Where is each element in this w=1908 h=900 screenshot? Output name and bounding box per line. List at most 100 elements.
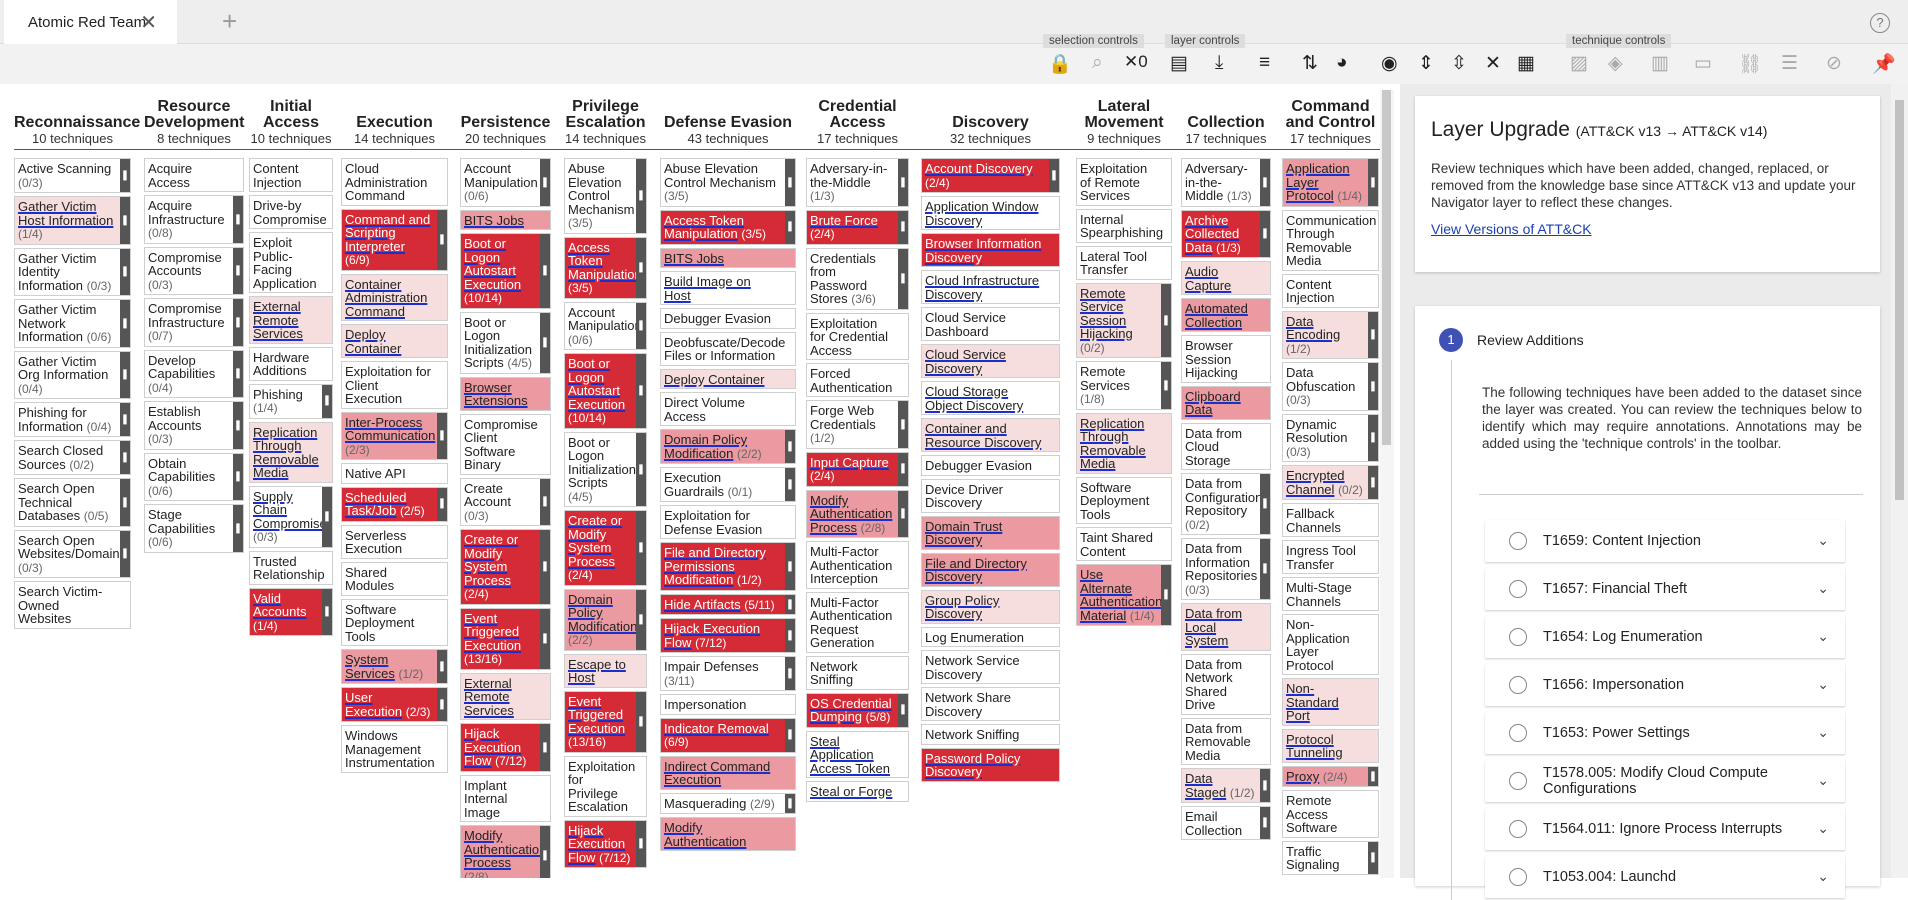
expand-subtechniques-handle[interactable]: ❚	[540, 312, 550, 373]
technique-cell[interactable]: Implant Internal Image	[460, 774, 551, 822]
technique-cell[interactable]: Replication Through Removable Media	[249, 421, 333, 483]
technique-cell[interactable]: Non-Application Layer Protocol	[1282, 614, 1379, 675]
expand-subtechniques-handle[interactable]: ❚	[636, 691, 646, 752]
chevron-down-icon[interactable]: ⌄	[1817, 580, 1829, 596]
expand-subtechniques-handle[interactable]: ❚	[233, 247, 243, 294]
addition-radio[interactable]	[1509, 580, 1527, 598]
chevron-down-icon[interactable]: ⌄	[1817, 676, 1829, 692]
expand-icon[interactable]: ⇕	[1418, 53, 1434, 74]
technique-cell[interactable]: Direct Volume Access	[660, 392, 796, 426]
technique-cell[interactable]: Remote Access Software	[1282, 790, 1379, 838]
technique-cell[interactable]: Forge Web Credentials (1/2)❚	[806, 400, 909, 449]
technique-cell[interactable]: Modify Authentication Process (2/8)❚	[460, 825, 551, 878]
expand-subtechniques-handle[interactable]: ❚	[437, 688, 447, 721]
technique-cell[interactable]: Gather Victim Network Information (0/6)❚	[14, 299, 131, 348]
expand-subtechniques-handle[interactable]: ❚	[1368, 466, 1378, 499]
expand-subtechniques-handle[interactable]: ❚	[636, 159, 646, 233]
technique-cell[interactable]: Deploy Container	[660, 368, 796, 389]
expand-sub-icon[interactable]: ⇳	[1451, 53, 1467, 74]
technique-cell[interactable]: Ingress Tool Transfer	[1282, 540, 1379, 574]
technique-cell[interactable]: BITS Jobs	[660, 247, 796, 268]
disable-icon[interactable]: ▨	[1570, 53, 1588, 74]
expand-subtechniques-handle[interactable]: ❚	[785, 159, 795, 206]
technique-cell[interactable]: Compromise Client Software Binary	[460, 413, 551, 475]
addition-radio[interactable]	[1509, 868, 1527, 886]
addition-item[interactable]: T1564.011: Ignore Process Interrupts⌄	[1485, 808, 1845, 850]
expand-subtechniques-handle[interactable]: ❚	[898, 490, 908, 537]
technique-cell[interactable]: Modify Authentication Process (2/8)❚	[806, 489, 909, 538]
technique-cell[interactable]: Phishing (1/4)❚	[249, 383, 333, 419]
technique-cell[interactable]: Exploit Public-Facing Application	[249, 232, 333, 293]
technique-cell[interactable]: Lateral Tool Transfer	[1076, 245, 1172, 280]
technique-cell[interactable]: Software Deployment Tools	[1076, 476, 1172, 524]
expand-subtechniques-handle[interactable]: ❚	[1368, 311, 1378, 358]
technique-cell[interactable]: Exploitation for Client Execution	[341, 361, 448, 409]
technique-cell[interactable]: Serverless Execution	[341, 524, 448, 559]
technique-cell[interactable]: Boot or Logon Autostart Execution (10/14…	[460, 233, 551, 309]
technique-cell[interactable]: Content Injection	[249, 158, 333, 192]
technique-cell[interactable]: Container Administration Command	[341, 273, 448, 321]
technique-cell[interactable]: Multi-Factor Authentication Request Gene…	[806, 591, 909, 653]
technique-cell[interactable]: Adversary-in-the-Middle (1/3)❚	[1181, 158, 1271, 207]
technique-cell[interactable]: Account Manipulation (0/6)❚	[460, 158, 551, 207]
technique-cell[interactable]: Search Open Technical Databases (0/5)❚	[14, 478, 131, 527]
addition-item[interactable]: T1053.004: Launchd⌄	[1485, 856, 1845, 898]
expand-subtechniques-handle[interactable]: ❚	[322, 588, 332, 635]
technique-cell[interactable]: OS Credential Dumping (5/8)❚	[806, 692, 909, 728]
technique-cell[interactable]: Valid Accounts (1/4)❚	[249, 587, 333, 636]
addition-item[interactable]: T1656: Impersonation⌄	[1485, 664, 1845, 706]
expand-subtechniques-handle[interactable]: ❚	[1161, 362, 1171, 409]
expand-subtechniques-handle[interactable]: ❚	[540, 608, 550, 669]
addition-radio[interactable]	[1509, 820, 1527, 838]
technique-cell[interactable]: Application Layer Protocol (1/4)❚	[1282, 158, 1379, 207]
technique-cell[interactable]: Use Alternate Authentication Material (1…	[1076, 564, 1172, 626]
technique-cell[interactable]: Cloud Service Dashboard	[921, 307, 1060, 341]
expand-subtechniques-handle[interactable]: ❚	[636, 354, 646, 428]
technique-cell[interactable]: Hardware Additions	[249, 346, 333, 381]
technique-cell[interactable]: Acquire Access	[144, 158, 244, 192]
scoring-icon[interactable]: ▥	[1651, 53, 1669, 74]
technique-cell[interactable]: Steal or Forge	[806, 781, 909, 802]
technique-cell[interactable]: Data Obfuscation (0/3)❚	[1282, 362, 1379, 411]
expand-subtechniques-handle[interactable]: ❚	[437, 487, 447, 521]
technique-cell[interactable]: Indirect Command Execution	[660, 755, 796, 790]
expand-subtechniques-handle[interactable]: ❚	[120, 441, 130, 474]
technique-cell[interactable]: Acquire Infrastructure (0/8)❚	[144, 195, 244, 244]
expand-subtechniques-handle[interactable]: ❚	[120, 403, 130, 436]
technique-cell[interactable]: Execution Guardrails (0/1)❚	[660, 467, 796, 502]
technique-cell[interactable]: Search Open Websites/Domains (0/3)❚	[14, 529, 131, 578]
expand-subtechniques-handle[interactable]: ❚	[636, 511, 646, 585]
technique-cell[interactable]: Hide Artifacts (5/11)❚	[660, 593, 796, 615]
expand-subtechniques-handle[interactable]: ❚	[1049, 159, 1059, 192]
technique-cell[interactable]: Data from Information Repositories (0/3)…	[1181, 538, 1271, 600]
technique-cell[interactable]: Remote Service Session Hijacking (0/2)❚	[1076, 282, 1172, 358]
technique-cell[interactable]: Content Injection	[1282, 273, 1379, 308]
expand-subtechniques-handle[interactable]: ❚	[785, 718, 795, 752]
technique-cell[interactable]: Create or Modify System Process (2/4)❚	[564, 510, 647, 586]
technique-cell[interactable]: File and Directory Permissions Modificat…	[660, 542, 796, 591]
technique-cell[interactable]: External Remote Services	[460, 672, 551, 720]
technique-cell[interactable]: Account Discovery (2/4)❚	[921, 158, 1060, 193]
technique-cell[interactable]: Network Service Discovery	[921, 650, 1060, 684]
expand-subtechniques-handle[interactable]: ❚	[120, 351, 130, 398]
technique-cell[interactable]: Exploitation for Privilege Escalation	[564, 755, 647, 817]
technique-cell[interactable]: Internal Spearphishing	[1076, 208, 1172, 243]
help-icon[interactable]: ?	[1870, 13, 1890, 33]
technique-cell[interactable]: Browser Session Hijacking	[1181, 335, 1271, 383]
lock-icon[interactable]: 🔒	[1048, 54, 1072, 75]
expand-subtechniques-handle[interactable]: ❚	[1260, 539, 1270, 599]
expand-subtechniques-handle[interactable]: ❚	[540, 724, 550, 771]
expand-subtechniques-handle[interactable]: ❚	[785, 210, 795, 244]
expand-subtechniques-handle[interactable]: ❚	[1260, 159, 1270, 206]
technique-cell[interactable]: Boot or Logon Initialization Scripts (4/…	[564, 431, 647, 507]
clear-annotations-icon[interactable]: ⊘	[1826, 53, 1842, 74]
expand-subtechniques-handle[interactable]: ❚	[120, 248, 130, 295]
expand-subtechniques-handle[interactable]: ❚	[120, 530, 130, 577]
technique-cell[interactable]: Data from Network Shared Drive	[1181, 653, 1271, 715]
technique-cell[interactable]: Trusted Relationship	[249, 550, 333, 585]
technique-cell[interactable]: Deploy Container	[341, 324, 448, 358]
sidebar-scrollbar-thumb[interactable]	[1895, 100, 1904, 500]
